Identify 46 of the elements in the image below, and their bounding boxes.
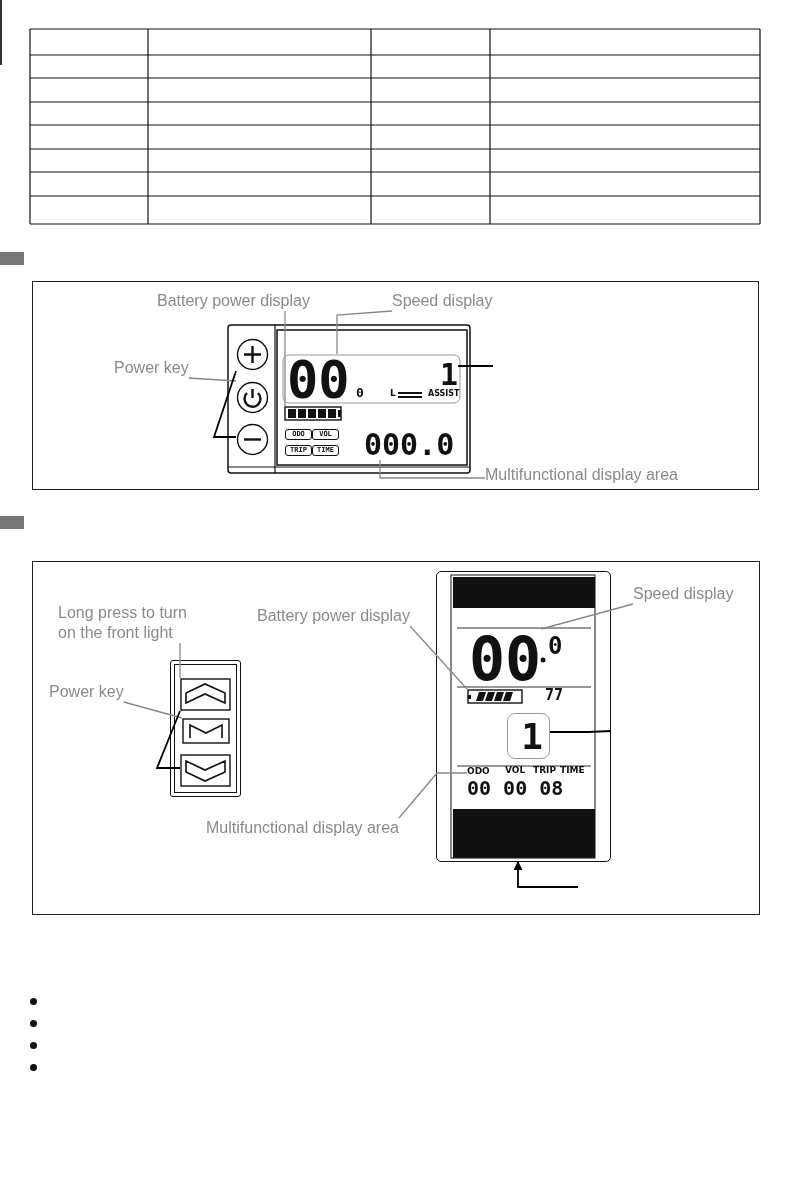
callout-label: Battery power display — [157, 291, 310, 311]
odometer-digits: 00 00 08 — [467, 778, 564, 798]
battery-icon — [467, 689, 523, 704]
mode-label: ODO — [467, 767, 490, 776]
minus-button — [236, 423, 269, 456]
callout-label: Battery power display — [257, 606, 410, 626]
leader-line — [284, 310, 286, 407]
decimal-digit: 0 — [548, 634, 563, 658]
leader-line — [179, 642, 181, 679]
leader-line — [188, 377, 237, 382]
mode-key — [182, 718, 230, 744]
plus-button — [236, 338, 269, 371]
leader-line — [549, 730, 612, 733]
odometer-digits: 000.0 — [364, 430, 455, 460]
leader-line — [540, 603, 634, 630]
assist-label: ASSIST — [428, 390, 460, 398]
down-key — [180, 754, 231, 787]
speed-digits: 00 — [469, 629, 542, 689]
callout-label: Long press to turn on the front light — [58, 603, 208, 643]
callout-label: Power key — [49, 682, 124, 702]
callout-label: Multifunctional display area — [485, 465, 678, 485]
leader-line — [212, 370, 237, 438]
assist-digit: 1 — [440, 360, 459, 390]
leader-line — [457, 365, 494, 367]
display-housing — [436, 571, 611, 862]
up-key — [180, 678, 231, 711]
unit-digit: 0 — [356, 386, 364, 399]
level-mark: L — [390, 389, 396, 398]
leader-line — [379, 459, 486, 479]
leader-line — [155, 710, 181, 769]
leader-line — [123, 701, 183, 719]
callout-label: Speed display — [392, 291, 493, 311]
power-button — [236, 381, 269, 414]
assist-digit: 1 — [507, 713, 550, 759]
leader-line — [409, 625, 468, 690]
leader-line — [398, 772, 468, 819]
temperature-digits: 77 — [545, 688, 564, 703]
speed-digits: 00 — [287, 354, 350, 406]
battery-icon — [284, 406, 342, 421]
leader-line — [336, 310, 393, 355]
arrow — [513, 861, 579, 888]
callout-label: Speed display — [633, 584, 734, 604]
mode-label: TIME — [560, 766, 585, 775]
callout-label: Multifunctional display area — [206, 818, 399, 838]
mode-label: TRIP — [533, 766, 556, 775]
callout-label: Power key — [114, 358, 189, 378]
